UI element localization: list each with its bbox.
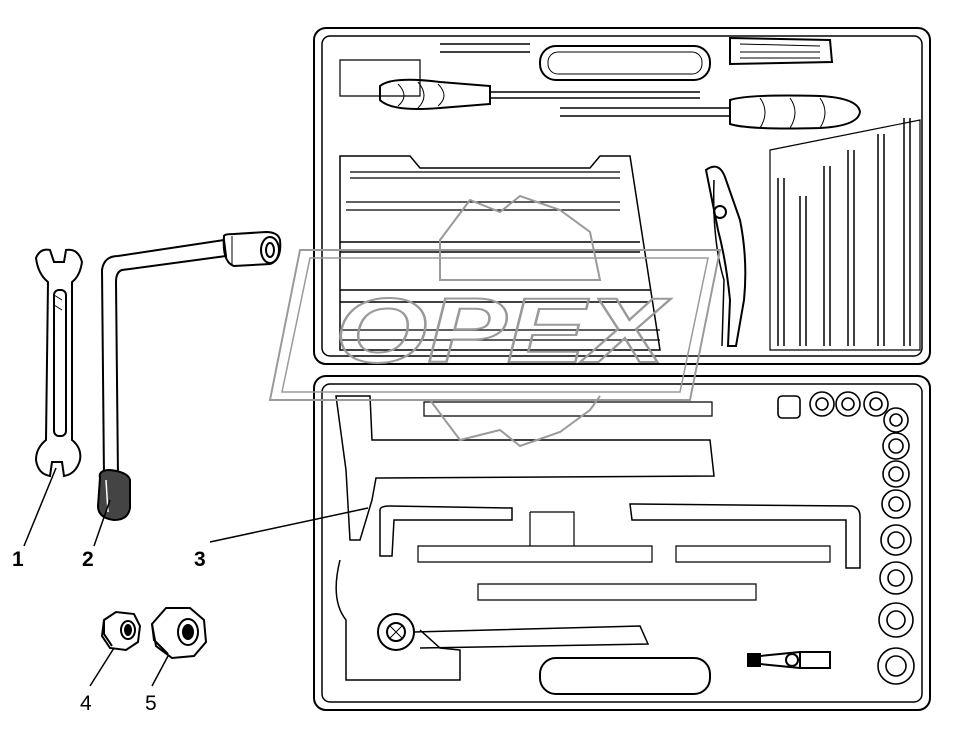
l-socket-wrench — [96, 230, 282, 522]
tool-case — [313, 27, 931, 711]
opex-watermark: OPEX — [268, 194, 722, 448]
callout-label-1: 1 — [12, 548, 24, 571]
open-end-wrench — [34, 248, 84, 478]
callout-label-3: 3 — [194, 548, 206, 571]
callout-label-5: 5 — [145, 692, 157, 715]
tool-case-lid — [313, 27, 931, 365]
tool-case-base — [313, 375, 931, 711]
socket-set — [777, 391, 915, 685]
leader-line-2 — [93, 499, 111, 547]
large-nut — [150, 607, 208, 660]
watermark-text: OPEX — [335, 280, 671, 382]
leader-lines — [23, 467, 369, 687]
callout-label-4: 4 — [80, 692, 92, 715]
small-nut — [100, 610, 142, 652]
leader-line-1 — [23, 467, 57, 547]
leader-line-4 — [89, 647, 115, 687]
callout-label-2: 2 — [82, 548, 94, 571]
leader-line-5 — [151, 655, 169, 687]
callout-labels: 1 2 3 4 5 — [12, 548, 206, 715]
leader-line-3 — [209, 507, 369, 543]
